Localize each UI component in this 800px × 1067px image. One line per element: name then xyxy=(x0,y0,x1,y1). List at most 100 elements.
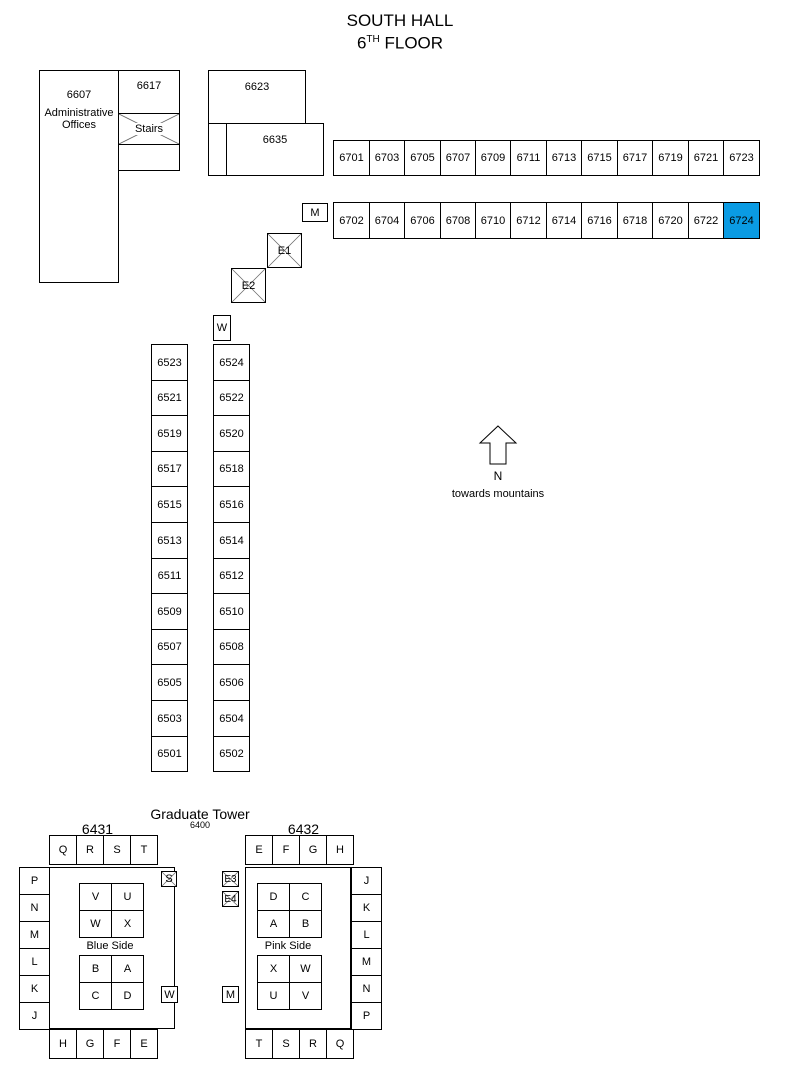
tower-cell-S[interactable]: S xyxy=(272,1029,300,1059)
tower-cell-S[interactable]: S xyxy=(103,835,131,865)
tower-cell-A[interactable]: A xyxy=(257,910,290,938)
tower-cell-N[interactable]: N xyxy=(351,975,382,1003)
room-6716[interactable]: 6716 xyxy=(581,202,618,239)
tower-cell-M[interactable]: M xyxy=(351,948,382,976)
tower-cell-R[interactable]: R xyxy=(299,1029,327,1059)
room-6511[interactable]: 6511 xyxy=(151,558,188,594)
tower-cell-U[interactable]: U xyxy=(111,883,144,911)
tower-cell-H[interactable]: H xyxy=(326,835,354,865)
tower-cell-N[interactable]: N xyxy=(19,894,50,922)
room-6617[interactable]: 6617 xyxy=(118,70,180,114)
room-6518[interactable]: 6518 xyxy=(213,451,250,487)
tower-cell-V[interactable]: V xyxy=(289,982,322,1010)
tower-cell-C[interactable]: C xyxy=(289,883,322,911)
room-6507[interactable]: 6507 xyxy=(151,629,188,665)
room-6719[interactable]: 6719 xyxy=(652,140,689,176)
tower-cell-D[interactable]: D xyxy=(257,883,290,911)
tower-cell-G[interactable]: G xyxy=(299,835,327,865)
room-6715[interactable]: 6715 xyxy=(581,140,618,176)
tower-cell-T[interactable]: T xyxy=(130,835,158,865)
room-6623[interactable]: 6623 xyxy=(208,70,306,124)
tower-cell-P[interactable]: P xyxy=(351,1002,382,1030)
room-6701[interactable]: 6701 xyxy=(333,140,370,176)
room-6704[interactable]: 6704 xyxy=(369,202,405,239)
tower-cell-B[interactable]: B xyxy=(79,955,112,983)
tower-cell-F[interactable]: F xyxy=(103,1029,131,1059)
room-6517[interactable]: 6517 xyxy=(151,451,188,487)
tower-cell-M[interactable]: M xyxy=(19,921,50,949)
tower-cell-E[interactable]: E xyxy=(245,835,273,865)
tower-cell-H[interactable]: H xyxy=(49,1029,77,1059)
room-6506[interactable]: 6506 xyxy=(213,664,250,701)
room-6702[interactable]: 6702 xyxy=(333,202,370,239)
room-6707[interactable]: 6707 xyxy=(440,140,476,176)
tower-cell-T[interactable]: T xyxy=(245,1029,273,1059)
room-6520[interactable]: 6520 xyxy=(213,415,250,452)
tower-cell-J[interactable]: J xyxy=(351,867,382,895)
tower-cell-D[interactable]: D xyxy=(111,982,144,1010)
room-6706[interactable]: 6706 xyxy=(404,202,441,239)
tower-cell-W[interactable]: W xyxy=(289,955,322,983)
room-6711[interactable]: 6711 xyxy=(510,140,547,176)
room-6521[interactable]: 6521 xyxy=(151,380,188,416)
tower-cell-K[interactable]: K xyxy=(19,975,50,1003)
room-6721[interactable]: 6721 xyxy=(688,140,724,176)
tower-cell-E[interactable]: E xyxy=(130,1029,158,1059)
room-6635[interactable]: 6635 xyxy=(226,123,324,176)
tower-cell-F[interactable]: F xyxy=(272,835,300,865)
room-6713[interactable]: 6713 xyxy=(546,140,582,176)
room-6516[interactable]: 6516 xyxy=(213,486,250,523)
room-6717[interactable]: 6717 xyxy=(617,140,653,176)
tower-cell-K[interactable]: K xyxy=(351,894,382,922)
room-6503[interactable]: 6503 xyxy=(151,700,188,737)
womens-restroom[interactable]: W xyxy=(213,315,231,341)
room-6523[interactable]: 6523 xyxy=(151,344,188,381)
room-6515[interactable]: 6515 xyxy=(151,486,188,523)
room-6723[interactable]: 6723 xyxy=(723,140,760,176)
mens-restroom[interactable]: M xyxy=(222,986,239,1003)
room-6724[interactable]: 6724 xyxy=(723,202,760,239)
room-6718[interactable]: 6718 xyxy=(617,202,653,239)
room-6709[interactable]: 6709 xyxy=(475,140,511,176)
tower-cell-J[interactable]: J xyxy=(19,1002,50,1030)
room-6722[interactable]: 6722 xyxy=(688,202,724,239)
tower-cell-U[interactable]: U xyxy=(257,982,290,1010)
room-6510[interactable]: 6510 xyxy=(213,593,250,630)
room-6712[interactable]: 6712 xyxy=(510,202,547,239)
tower-cell-V[interactable]: V xyxy=(79,883,112,911)
room-6522[interactable]: 6522 xyxy=(213,380,250,416)
room-6502[interactable]: 6502 xyxy=(213,736,250,772)
room-6505[interactable]: 6505 xyxy=(151,664,188,701)
tower-cell-R[interactable]: R xyxy=(76,835,104,865)
tower-cell-L[interactable]: L xyxy=(351,921,382,949)
room-6710[interactable]: 6710 xyxy=(475,202,511,239)
room-6708[interactable]: 6708 xyxy=(440,202,476,239)
room-6509[interactable]: 6509 xyxy=(151,593,188,630)
room-6703[interactable]: 6703 xyxy=(369,140,405,176)
tower-cell-L[interactable]: L xyxy=(19,948,50,976)
room-6504[interactable]: 6504 xyxy=(213,700,250,737)
tower-cell-X[interactable]: X xyxy=(111,910,144,938)
tower-cell-Q[interactable]: Q xyxy=(326,1029,354,1059)
tower-cell-Q[interactable]: Q xyxy=(49,835,77,865)
tower-cell-C[interactable]: C xyxy=(79,982,112,1010)
room-6501[interactable]: 6501 xyxy=(151,736,188,772)
tower-cell-B[interactable]: B xyxy=(289,910,322,938)
tower-cell-G[interactable]: G xyxy=(76,1029,104,1059)
tower-cell-X[interactable]: X xyxy=(257,955,290,983)
tower-cell-A[interactable]: A xyxy=(111,955,144,983)
room-6720[interactable]: 6720 xyxy=(652,202,689,239)
tower-cell-W[interactable]: W xyxy=(79,910,112,938)
room-6508[interactable]: 6508 xyxy=(213,629,250,665)
room-6714[interactable]: 6714 xyxy=(546,202,582,239)
room-6513[interactable]: 6513 xyxy=(151,522,188,559)
tower-cell-P[interactable]: P xyxy=(19,867,50,895)
room-6512[interactable]: 6512 xyxy=(213,558,250,594)
mens-restroom[interactable]: M xyxy=(302,203,328,222)
room-6519[interactable]: 6519 xyxy=(151,415,188,452)
womens-restroom[interactable]: W xyxy=(161,986,178,1003)
room-6514[interactable]: 6514 xyxy=(213,522,250,559)
room-6705[interactable]: 6705 xyxy=(404,140,441,176)
room-6524[interactable]: 6524 xyxy=(213,344,250,381)
